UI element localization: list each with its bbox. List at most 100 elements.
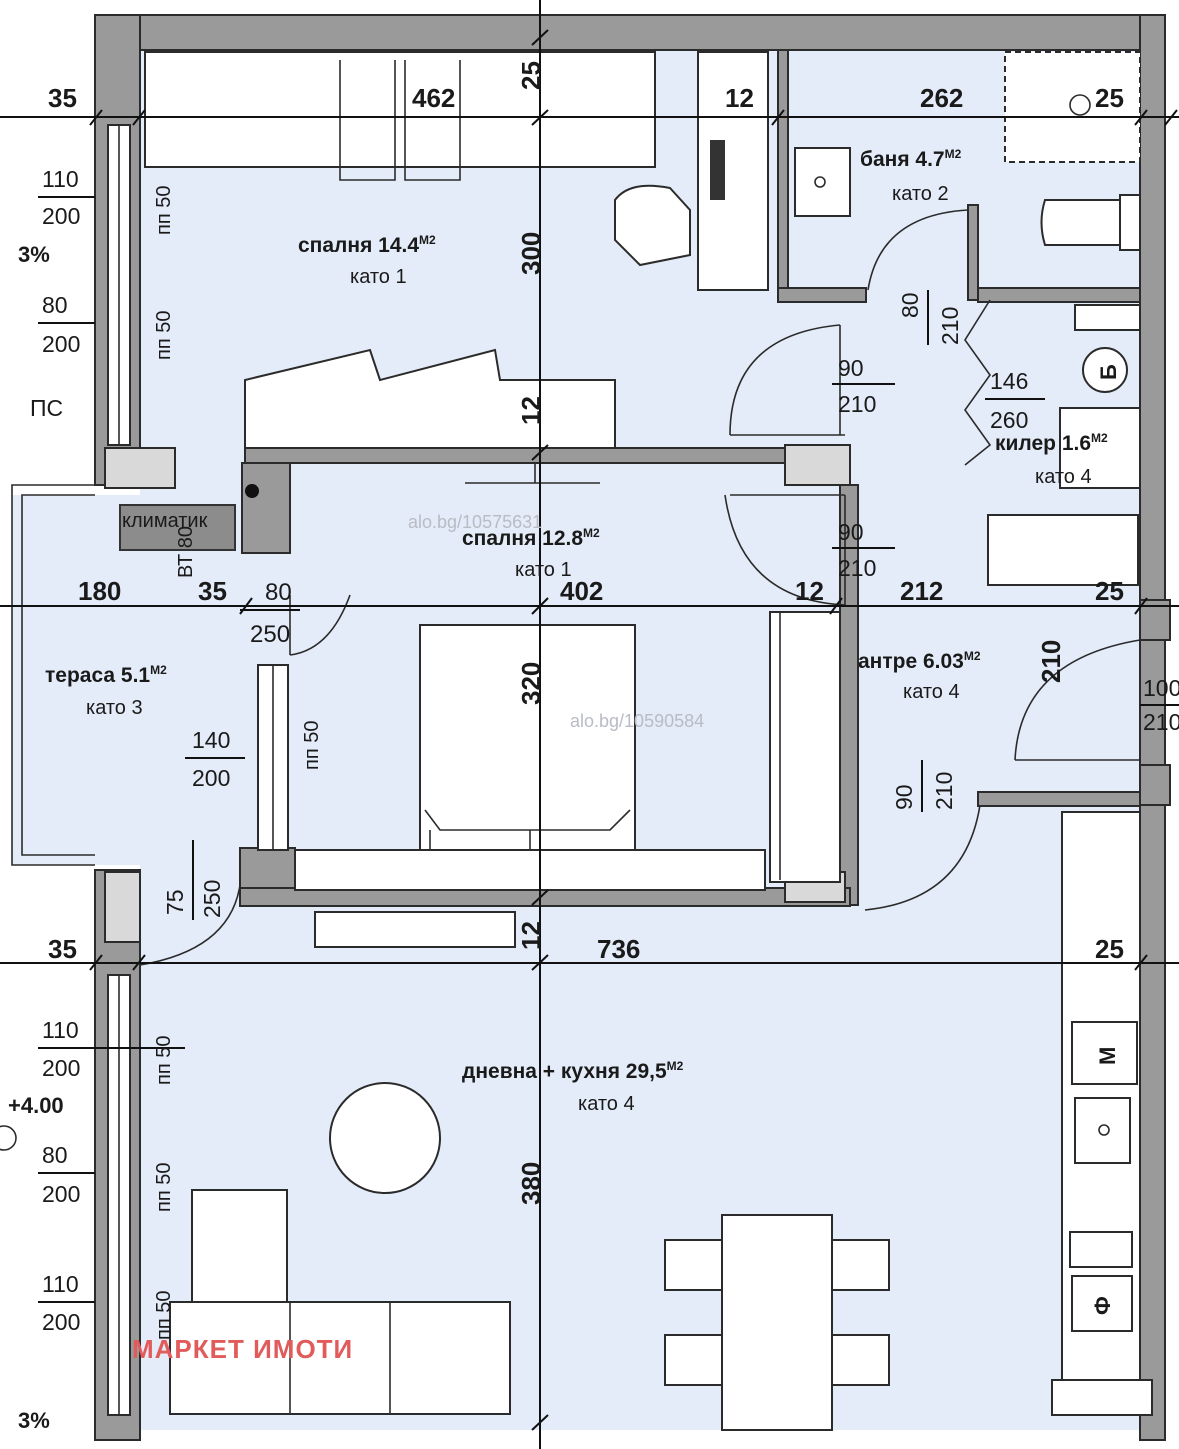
dim-300: 300	[516, 232, 546, 275]
room-pantry-floor: като 4	[1035, 466, 1092, 488]
boiler-label: Б	[1096, 364, 1121, 380]
wall-entry-bottom	[1139, 764, 1171, 806]
wall-right	[1139, 14, 1166, 1441]
svg-text:200: 200	[192, 765, 230, 791]
svg-text:пп 50: пп 50	[153, 1291, 175, 1340]
terrace-outline-inner	[21, 494, 95, 856]
left-windows	[107, 124, 289, 1416]
svg-text:90: 90	[838, 355, 864, 381]
watermark-1: alo.bg/10575631	[408, 512, 542, 532]
dim-12-top: 12	[725, 83, 754, 113]
wall-block-terrace	[241, 462, 291, 554]
room-terrace-floor: като 3	[86, 697, 143, 719]
dim-35-top: 35	[48, 83, 77, 113]
slope-bottom: 3%	[18, 1408, 50, 1433]
svg-text:110: 110	[42, 1271, 79, 1297]
ps-label: ПС	[30, 395, 63, 421]
dimension-texts: 35 462 25 12 262 25 300 12 180 35 80 250…	[48, 61, 1124, 1205]
misc-labels: 3% ПС +4.00 3% климатик ВТ 80 Б М Ф	[0, 242, 1121, 1433]
svg-text:140: 140	[192, 727, 230, 753]
dim-402: 402	[560, 576, 603, 606]
wall-bath-right	[967, 204, 979, 301]
wall-top	[94, 14, 1166, 51]
m-symbol: М	[1095, 1047, 1120, 1065]
svg-text:110: 110	[42, 166, 79, 192]
ac-label: климатик	[122, 510, 208, 532]
column-1	[104, 447, 176, 489]
svg-text:200: 200	[42, 203, 80, 229]
round-table	[329, 1082, 441, 1194]
room-terrace-name: тераса 5.1M2	[45, 663, 167, 687]
dim-736: 736	[597, 934, 640, 964]
room-hall-name: антре 6.03M2	[858, 649, 981, 673]
dim-25-bath: 25	[1095, 83, 1124, 113]
svg-text:210: 210	[937, 307, 963, 345]
dim-262: 262	[920, 83, 963, 113]
dim-180: 180	[78, 576, 121, 606]
svg-text:146: 146	[990, 368, 1028, 394]
svg-text:210: 210	[1143, 709, 1179, 735]
wall-bed1-bed2	[244, 447, 786, 464]
room-bath-name: баня 4.7M2	[860, 147, 962, 171]
dim-25-low: 25	[1095, 934, 1124, 964]
dim-380: 380	[516, 1162, 546, 1205]
svg-text:пп 50: пп 50	[153, 311, 175, 360]
wall-bath-bottom	[777, 287, 867, 303]
walls	[94, 14, 1171, 1441]
wall-bath-left	[777, 49, 789, 291]
toilet	[1040, 199, 1121, 246]
wall-hall-kitchen	[977, 791, 1141, 807]
room-bedroom1-floor: като 1	[350, 266, 407, 288]
wardrobe-1	[144, 51, 656, 168]
wall-bed2-left	[239, 847, 296, 889]
dim-35-mid: 35	[198, 576, 227, 606]
dim-210-hall: 210	[1036, 640, 1066, 683]
desk	[697, 51, 769, 291]
terrace-outline	[11, 484, 95, 866]
svg-text:пп 50: пп 50	[153, 1163, 175, 1212]
dim-25-top: 25	[516, 61, 546, 90]
svg-text:пп 50: пп 50	[153, 186, 175, 235]
svg-text:210: 210	[931, 772, 957, 810]
svg-text:260: 260	[990, 407, 1028, 433]
wall-pantry-top	[977, 287, 1141, 303]
svg-text:80: 80	[897, 292, 923, 318]
dim-12-low: 12	[516, 921, 546, 950]
wardrobe-2	[769, 611, 841, 883]
bath-sink	[794, 147, 851, 217]
dim-462: 462	[412, 83, 455, 113]
room-pantry-name: килер 1.6M2	[995, 431, 1108, 455]
dim-12-mid: 12	[516, 396, 546, 425]
boiler-unit	[1074, 304, 1141, 331]
dim-80-mid: 80	[265, 579, 292, 606]
dim-212: 212	[900, 576, 943, 606]
shower	[1004, 51, 1141, 163]
svg-text:пп 50: пп 50	[153, 1036, 175, 1085]
dim-12-right: 12	[795, 576, 824, 606]
room-labels: спалня 14.4M2 като 1 баня 4.7M2 като 2 с…	[45, 147, 1108, 1115]
svg-text:250: 250	[199, 880, 225, 918]
watermark-2: alo.bg/10590584	[570, 711, 704, 731]
svg-text:80: 80	[42, 1142, 68, 1168]
sofa	[169, 1301, 511, 1415]
svg-text:110: 110	[42, 1017, 79, 1043]
room-bedroom2-floor: като 1	[515, 559, 572, 581]
kitchen-sink	[1074, 1097, 1131, 1164]
svg-text:90: 90	[891, 784, 917, 810]
svg-text:90: 90	[838, 519, 864, 545]
opening-labels: 110 200 пп 50 80 200 пп 50 80 210 90 210…	[38, 166, 1179, 1340]
dim-35-low: 35	[48, 934, 77, 964]
svg-text:100: 100	[1143, 675, 1179, 701]
furniture	[119, 51, 1153, 1431]
room-hall-floor: като 4	[903, 681, 960, 703]
svg-text:80: 80	[42, 292, 68, 318]
bed-1	[244, 348, 616, 449]
dim-ticks	[89, 29, 1178, 1431]
dining-table	[721, 1214, 833, 1431]
level-label: +4.00	[8, 1093, 64, 1118]
f-symbol: Ф	[1090, 1296, 1115, 1315]
dim-250-mid: 250	[250, 621, 290, 648]
svg-text:200: 200	[42, 1309, 80, 1335]
